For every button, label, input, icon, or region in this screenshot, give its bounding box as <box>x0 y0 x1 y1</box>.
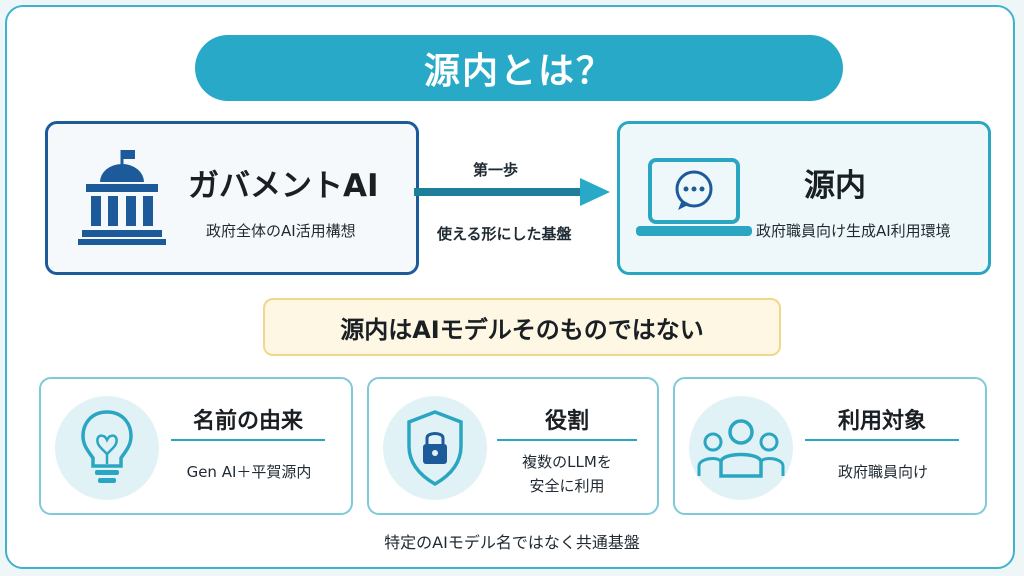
lightbulb-icon <box>81 410 133 483</box>
footer-note: 特定のAIモデル名ではなく共通基盤 <box>384 533 640 552</box>
gennai-box: 源内 政府職員向け生成AI利用環境 <box>617 121 991 275</box>
gennai-title: 源内 <box>804 168 866 204</box>
gov-ai-subtitle: 政府全体のAI活用構想 <box>206 222 356 240</box>
card-target-users: 利用対象 政府職員向け <box>673 377 987 515</box>
arrow-right-icon <box>414 178 610 206</box>
card-role: 役割 複数のLLMを 安全に利用 <box>367 377 659 515</box>
card-divider <box>171 439 325 441</box>
gennai-subtitle: 政府職員向け生成AI利用環境 <box>756 222 951 240</box>
laptop-chat-icon <box>636 158 752 236</box>
card-divider <box>805 439 959 441</box>
card-text: 政府職員向け <box>837 463 928 481</box>
card-title: 名前の由来 <box>192 409 303 434</box>
people-group-icon <box>697 419 785 478</box>
card-text: 安全に利用 <box>529 477 605 495</box>
gov-ai-box: ガバメントAI 政府全体のAI活用構想 <box>45 121 419 275</box>
card-title: 役割 <box>544 409 589 434</box>
government-building-icon <box>78 150 166 245</box>
page-title: 源内とは？ <box>423 51 614 92</box>
notice-banner: 源内はAIモデルそのものではない <box>263 298 781 356</box>
diagram-frame: 源内とは？ ガバメントAI 政府全体のAI活用構想 第一歩 使える形にした基盤 <box>5 5 1015 569</box>
arrow-top-label: 第一歩 <box>473 161 519 179</box>
card-text: 複数のLLMを <box>522 453 612 471</box>
gov-ai-title: ガバメントAI <box>188 168 379 204</box>
card-text: Gen AI＋平賀源内 <box>186 463 312 481</box>
notice-banner-text: 源内はAIモデルそのものではない <box>340 315 704 344</box>
card-divider <box>497 439 637 441</box>
card-title: 利用対象 <box>837 409 926 434</box>
card-name-origin: 名前の由来 Gen AI＋平賀源内 <box>39 377 353 515</box>
arrow-bottom-label: 使える形にした基盤 <box>437 225 572 243</box>
title-banner: 源内とは？ <box>195 35 843 101</box>
shield-lock-icon <box>407 410 463 487</box>
